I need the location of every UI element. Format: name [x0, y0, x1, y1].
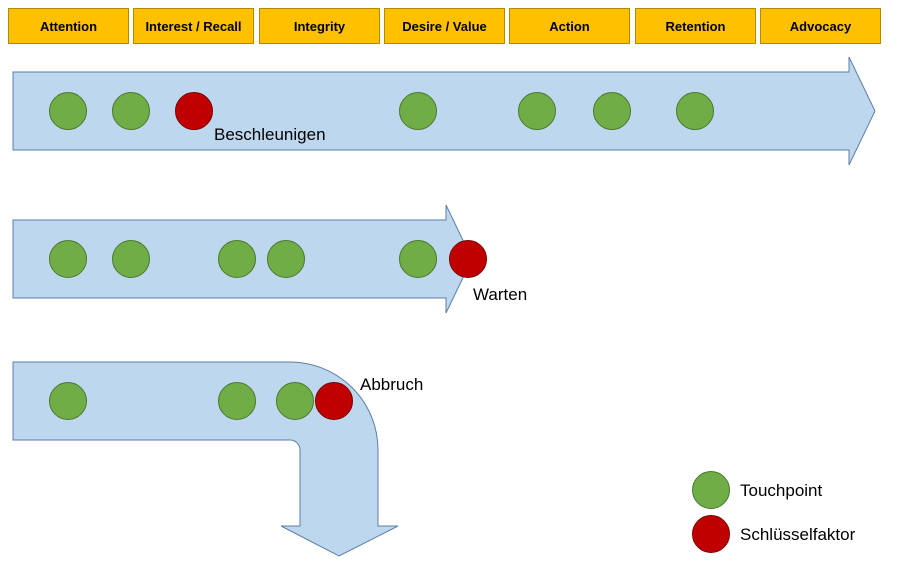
touchpoint-dot [112, 92, 150, 130]
touchpoint-dot [218, 240, 256, 278]
stage-desire-value: Desire / Value [384, 8, 505, 44]
touchpoint-dot [593, 92, 631, 130]
touchpoint-dot [399, 240, 437, 278]
touchpoint-dot [49, 382, 87, 420]
stage-interest-recall: Interest / Recall [133, 8, 254, 44]
touchpoint-dot [112, 240, 150, 278]
touchpoint-dot [676, 92, 714, 130]
stage-advocacy: Advocacy [760, 8, 881, 44]
legend-touchpoint-label: Touchpoint [740, 481, 823, 500]
touchpoint-dot [399, 92, 437, 130]
touchpoint-dot [49, 240, 87, 278]
legend-touchpoint-swatch [692, 471, 730, 509]
legend-key-factor-swatch [692, 515, 730, 553]
legend-key-factor-label: Schlüsselfaktor [740, 525, 856, 544]
stage-attention: Attention [8, 8, 129, 44]
touchpoint-dot [267, 240, 305, 278]
arrow-accelerate [12, 56, 876, 166]
key-factor-dot [175, 92, 213, 130]
label-accelerate: Beschleunigen [214, 125, 326, 144]
label-abort: Abbruch [360, 375, 423, 394]
key-factor-dot [449, 240, 487, 278]
legend: Touchpoint Schlüsselfaktor [692, 471, 856, 553]
touchpoint-dot [518, 92, 556, 130]
key-factor-dot [315, 382, 353, 420]
stage-integrity: Integrity [259, 8, 380, 44]
journey-stages-bar: Attention Interest / Recall Integrity De… [0, 0, 900, 50]
label-wait: Warten [473, 285, 527, 304]
stage-retention: Retention [635, 8, 756, 44]
touchpoint-dot [49, 92, 87, 130]
touchpoint-dot [276, 382, 314, 420]
stage-action: Action [509, 8, 630, 44]
touchpoint-dot [218, 382, 256, 420]
